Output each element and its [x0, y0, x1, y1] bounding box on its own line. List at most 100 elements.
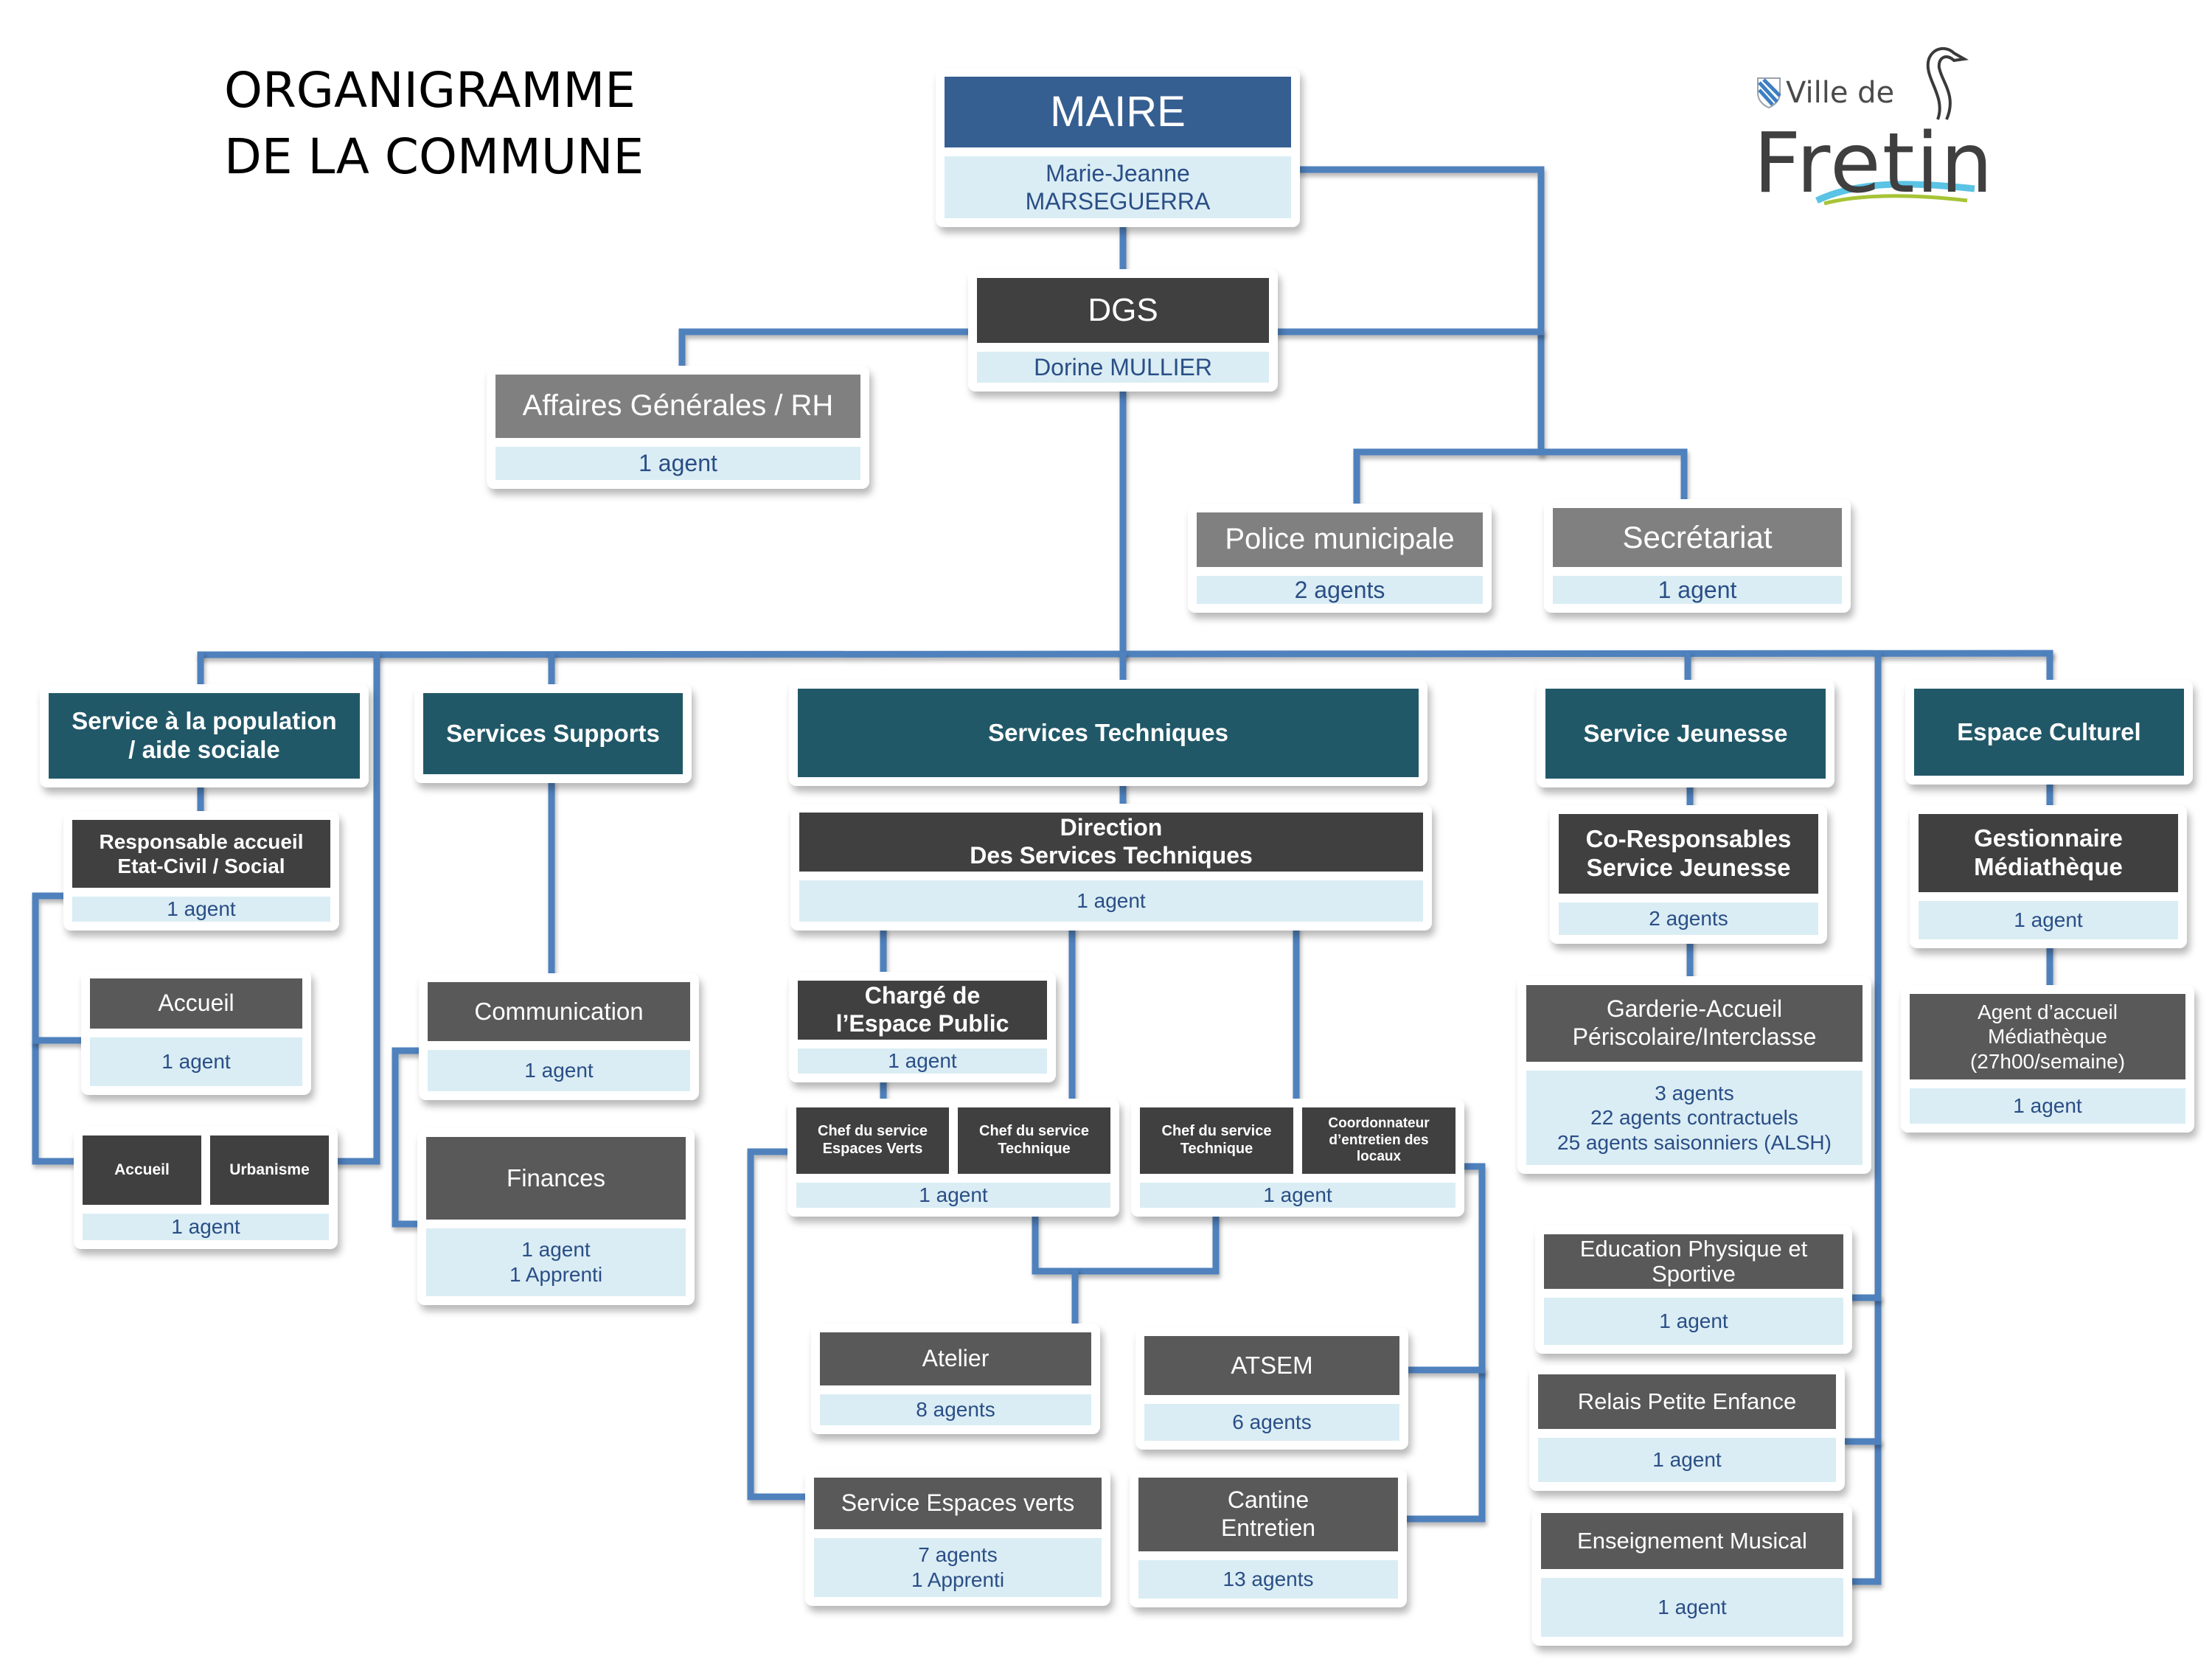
cantine-title: Cantine Entretien [1138, 1478, 1398, 1551]
dgs-title-text: DGS [1088, 292, 1158, 329]
accueil-staff: 1 agent [90, 1037, 302, 1086]
secretariat-title: Secrétariat [1553, 508, 1842, 567]
garderie-staff: 3 agents 22 agents contractuels 25 agent… [1526, 1071, 1863, 1165]
gestionnaire-title-line-2: Médiathèque [1974, 853, 2123, 880]
affaires-staff: 1 agent [495, 447, 860, 480]
communication-card[interactable]: Communication 1 agent [419, 973, 699, 1100]
agent-accueil-staff: 1 agent [1910, 1088, 2185, 1124]
atelier-staff: 8 agents [820, 1394, 1091, 1425]
finances-card[interactable]: Finances 1 agent 1 Apprenti [417, 1128, 695, 1305]
connector-responsable-spine [32, 892, 83, 1165]
espaces-verts-title: Service Espaces verts [814, 1478, 1102, 1529]
atelier-card[interactable]: Atelier 8 agents [811, 1324, 1100, 1434]
eps-staff-text: 1 agent [1659, 1310, 1728, 1333]
chef-technique-left-line-1: Chef du service [979, 1123, 1089, 1140]
rpe-card[interactable]: Relais Petite Enfance 1 agent [1529, 1366, 1845, 1491]
maire-name-line-1: Marie-Jeanne [1046, 159, 1190, 187]
atelier-title: Atelier [820, 1332, 1091, 1385]
chef-technique-left-title: Chef du service Technique [958, 1107, 1110, 1174]
coordonnateur-line-2: d’entretien des [1329, 1132, 1429, 1148]
musical-staff: 1 agent [1541, 1578, 1843, 1637]
chefs-left-card[interactable]: Chef du service Espaces Verts Chef du se… [787, 1099, 1119, 1217]
techniques-title: Services Techniques [798, 689, 1419, 777]
police-staff-text: 2 agents [1294, 576, 1385, 603]
police-card[interactable]: Police municipale 2 agents [1188, 504, 1492, 613]
affaires-card[interactable]: Affaires Générales / RH 1 agent [487, 366, 869, 489]
finances-staff: 1 agent 1 Apprenti [426, 1228, 686, 1296]
population-title-line-2: / aide sociale [128, 736, 280, 763]
culturel-card[interactable]: Espace Culturel [1905, 680, 2193, 785]
espace-public-card[interactable]: Chargé de l’Espace Public 1 agent [789, 972, 1056, 1082]
accueil-b-title-text: Accueil [114, 1161, 170, 1178]
cantine-title-line-1: Cantine [1227, 1486, 1310, 1514]
maire-name-line-2: MARSEGUERRA [1025, 188, 1211, 215]
logo-prefix: Ville de [1786, 76, 1895, 110]
maire-name: Marie-Jeanne MARSEGUERRA [945, 156, 1291, 218]
direction-staff: 1 agent [799, 880, 1423, 922]
supports-card[interactable]: Services Supports [414, 684, 692, 783]
garderie-staff-line-2: 22 agents contractuels [1590, 1106, 1798, 1130]
secretariat-card[interactable]: Secrétariat 1 agent [1544, 499, 1851, 613]
finances-staff-line-2: 1 Apprenti [509, 1263, 603, 1286]
chefs-right-staff-text: 1 agent [1263, 1183, 1332, 1207]
eps-card[interactable]: Education Physique et Sportive 1 agent [1535, 1225, 1852, 1354]
co-responsables-title: Co-Responsables Service Jeunesse [1559, 814, 1818, 894]
shield-icon [1757, 77, 1781, 109]
direction-title-line-1: Direction [1060, 814, 1163, 841]
musical-card[interactable]: Enseignement Musical 1 agent [1532, 1504, 1852, 1646]
cantine-card[interactable]: Cantine Entretien 13 agents [1130, 1469, 1407, 1607]
agent-accueil-card[interactable]: Agent d’accueil Médiathèque (27h00/semai… [1901, 985, 2194, 1133]
co-responsables-staff-text: 2 agents [1649, 907, 1728, 931]
musical-title-text: Enseignement Musical [1577, 1527, 1807, 1554]
responsable-card[interactable]: Responsable accueil Etat-Civil / Social … [63, 811, 339, 931]
responsable-title: Responsable accueil Etat-Civil / Social [72, 820, 330, 888]
connector-chefs-espaces-verts [747, 1148, 818, 1500]
jeunesse-title-text: Service Jeunesse [1583, 719, 1788, 747]
atelier-staff-text: 8 agents [916, 1398, 995, 1422]
eps-title: Education Physique et Sportive [1544, 1234, 1843, 1289]
cantine-staff: 13 agents [1138, 1560, 1398, 1599]
espaces-verts-staff-line-1: 7 agents [918, 1543, 998, 1567]
responsable-title-line-2: Etat-Civil / Social [117, 855, 285, 877]
gestionnaire-staff-text: 1 agent [2014, 908, 2083, 932]
atsem-card[interactable]: ATSEM 6 agents [1135, 1327, 1408, 1450]
accueil-urbanisme-staff-text: 1 agent [171, 1215, 240, 1239]
cantine-staff-text: 13 agents [1222, 1568, 1314, 1591]
direction-card[interactable]: Direction Des Services Techniques 1 agen… [790, 804, 1432, 931]
accueil-b-title: Accueil [83, 1135, 201, 1205]
direction-title-line-2: Des Services Techniques [970, 842, 1253, 869]
garderie-card[interactable]: Garderie-Accueil Périscolaire/Interclass… [1517, 976, 1871, 1174]
accueil-urbanisme-card[interactable]: Accueil Urbanisme 1 agent [74, 1127, 338, 1249]
co-responsables-card[interactable]: Co-Responsables Service Jeunesse 2 agent… [1550, 805, 1827, 944]
culturel-title-text: Espace Culturel [1957, 717, 2141, 745]
connector-coordonnateur-right [1397, 1163, 1486, 1523]
population-card[interactable]: Service à la population / aide sociale [40, 684, 369, 787]
chefs-left-headers: Chef du service Espaces Verts Chef du se… [796, 1107, 1110, 1174]
gestionnaire-card[interactable]: Gestionnaire Médiathèque 1 agent [1910, 805, 2187, 948]
connector-police-secretariat [1353, 448, 1688, 507]
accueil-card[interactable]: Accueil 1 agent [81, 970, 311, 1095]
dgs-card[interactable]: DGS Dorine MULLIER [968, 269, 1278, 392]
espaces-verts-card[interactable]: Service Espaces verts 7 agents 1 Apprent… [805, 1469, 1110, 1606]
chefs-left-staff-text: 1 agent [919, 1183, 988, 1207]
connector-population-urbanisme [332, 651, 380, 1165]
chef-espaces-verts-title: Chef du service Espaces Verts [796, 1107, 949, 1174]
maire-card[interactable]: MAIRE Marie-Jeanne MARSEGUERRA [936, 68, 1300, 227]
agent-accueil-title-line-3: (27h00/semaine) [1969, 1049, 2126, 1073]
atelier-title-text: Atelier [922, 1345, 990, 1372]
title-line-2: DE LA COMMUNE [224, 128, 644, 185]
coordonnateur-line-1: Coordonnateur [1328, 1116, 1430, 1132]
finances-staff-line-1: 1 agent [521, 1238, 591, 1262]
connector-jeunesse-spine [1847, 651, 1882, 1585]
jeunesse-card[interactable]: Service Jeunesse [1537, 680, 1834, 787]
dgs-name: Dorine MULLIER [977, 352, 1269, 383]
responsable-staff-text: 1 agent [167, 897, 236, 921]
connector-supports-finances [392, 1047, 425, 1228]
co-responsables-line-1: Co-Responsables [1585, 825, 1792, 853]
eps-title-line-1: Education Physique et [1579, 1235, 1808, 1262]
chefs-right-card[interactable]: Chef du service Technique Coordonnateur … [1131, 1099, 1464, 1217]
urbanisme-title-text: Urbanisme [229, 1161, 310, 1178]
techniques-card[interactable]: Services Techniques [789, 680, 1427, 786]
espaces-verts-title-text: Service Espaces verts [841, 1489, 1075, 1517]
